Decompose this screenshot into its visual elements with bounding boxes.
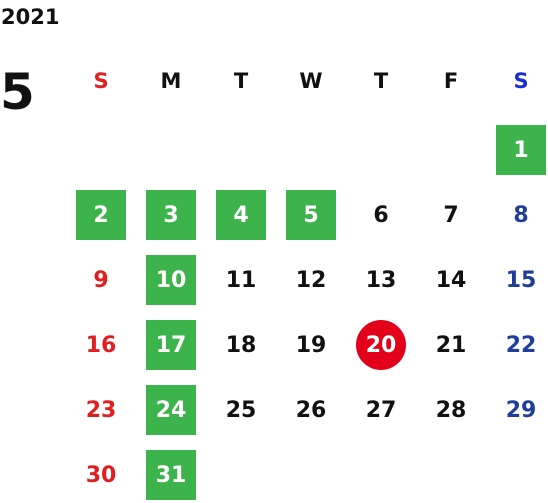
calendar-date[interactable]: 26 — [295, 397, 327, 423]
day-cell — [346, 450, 416, 503]
day-cell — [206, 125, 276, 190]
day-cell: 25 — [206, 385, 276, 450]
calendar-date[interactable]: 8 — [513, 202, 529, 228]
empty-date — [286, 125, 336, 175]
weekday-sunday: S — [93, 69, 109, 93]
day-cell: 11 — [206, 255, 276, 320]
holiday-date[interactable]: 3 — [146, 190, 196, 240]
day-cell: 13 — [346, 255, 416, 320]
empty-date — [286, 450, 336, 500]
weekday-monday: M — [160, 69, 182, 93]
day-cell — [66, 125, 136, 190]
calendar-date[interactable]: 13 — [365, 267, 397, 293]
empty-date — [356, 125, 406, 175]
day-cell: 12 — [276, 255, 346, 320]
calendar-date[interactable]: 30 — [85, 462, 117, 488]
day-cell: 30 — [66, 450, 136, 503]
calendar-date[interactable]: 22 — [505, 332, 537, 358]
empty-date — [426, 450, 476, 500]
empty-date — [76, 125, 126, 175]
day-cell: 22 — [486, 320, 548, 385]
calendar-date[interactable]: 6 — [373, 202, 389, 228]
day-cell: 16 — [66, 320, 136, 385]
day-cell: 20 — [346, 320, 416, 385]
day-cell: 28 — [416, 385, 486, 450]
day-cell: 18 — [206, 320, 276, 385]
day-cell — [136, 125, 206, 190]
empty-date — [356, 450, 406, 500]
day-cell: 15 — [486, 255, 548, 320]
day-cell: 31 — [136, 450, 206, 503]
day-cell: 19 — [276, 320, 346, 385]
calendar-date[interactable]: 23 — [85, 397, 117, 423]
day-cell — [276, 450, 346, 503]
empty-date — [426, 125, 476, 175]
weekday-thursday: T — [373, 69, 389, 93]
holiday-date[interactable]: 24 — [146, 385, 196, 435]
calendar-date[interactable]: 11 — [225, 267, 257, 293]
weekday-wednesday: W — [299, 69, 323, 93]
day-cell: 1 — [486, 125, 548, 190]
holiday-date[interactable]: 1 — [496, 125, 546, 175]
day-cell: 26 — [276, 385, 346, 450]
weekday-header: S M T W T F S — [66, 64, 548, 98]
empty-date — [146, 125, 196, 175]
calendar-date[interactable]: 27 — [365, 397, 397, 423]
day-cell: 4 — [206, 190, 276, 255]
calendar-date[interactable]: 7 — [443, 202, 459, 228]
holiday-date[interactable]: 17 — [146, 320, 196, 370]
weekday-saturday: S — [513, 69, 529, 93]
day-cell — [276, 125, 346, 190]
day-cell — [416, 450, 486, 503]
calendar-date[interactable]: 18 — [225, 332, 257, 358]
holiday-date[interactable]: 2 — [76, 190, 126, 240]
day-cell: 9 — [66, 255, 136, 320]
calendar-date[interactable]: 15 — [505, 267, 537, 293]
weekday-tuesday: T — [233, 69, 249, 93]
day-cell: 27 — [346, 385, 416, 450]
calendar-date[interactable]: 21 — [435, 332, 467, 358]
day-cell: 23 — [66, 385, 136, 450]
today-date[interactable]: 20 — [356, 320, 406, 370]
day-cell — [486, 450, 548, 503]
calendar-date[interactable]: 16 — [85, 332, 117, 358]
calendar-date[interactable]: 14 — [435, 267, 467, 293]
calendar-date[interactable]: 25 — [225, 397, 257, 423]
calendar-date[interactable]: 9 — [93, 267, 109, 293]
holiday-date[interactable]: 10 — [146, 255, 196, 305]
day-cell: 2 — [66, 190, 136, 255]
empty-date — [216, 125, 266, 175]
holiday-date[interactable]: 4 — [216, 190, 266, 240]
holiday-date[interactable]: 5 — [286, 190, 336, 240]
day-cell: 8 — [486, 190, 548, 255]
day-cell: 6 — [346, 190, 416, 255]
day-cell: 3 — [136, 190, 206, 255]
day-cell — [346, 125, 416, 190]
calendar-date[interactable]: 29 — [505, 397, 537, 423]
day-cell: 29 — [486, 385, 548, 450]
holiday-date[interactable]: 31 — [146, 450, 196, 500]
day-cell: 7 — [416, 190, 486, 255]
month-number: 5 — [0, 63, 35, 121]
day-cell — [206, 450, 276, 503]
empty-date — [496, 450, 546, 500]
calendar-date[interactable]: 28 — [435, 397, 467, 423]
day-cell: 5 — [276, 190, 346, 255]
day-cell: 24 — [136, 385, 206, 450]
day-cell: 14 — [416, 255, 486, 320]
year-label: 2021 — [1, 5, 60, 29]
day-cell: 17 — [136, 320, 206, 385]
day-cell — [416, 125, 486, 190]
calendar-date[interactable]: 19 — [295, 332, 327, 358]
day-cell: 10 — [136, 255, 206, 320]
day-cell: 21 — [416, 320, 486, 385]
calendar-date[interactable]: 12 — [295, 267, 327, 293]
weekday-friday: F — [443, 69, 459, 93]
empty-date — [216, 450, 266, 500]
